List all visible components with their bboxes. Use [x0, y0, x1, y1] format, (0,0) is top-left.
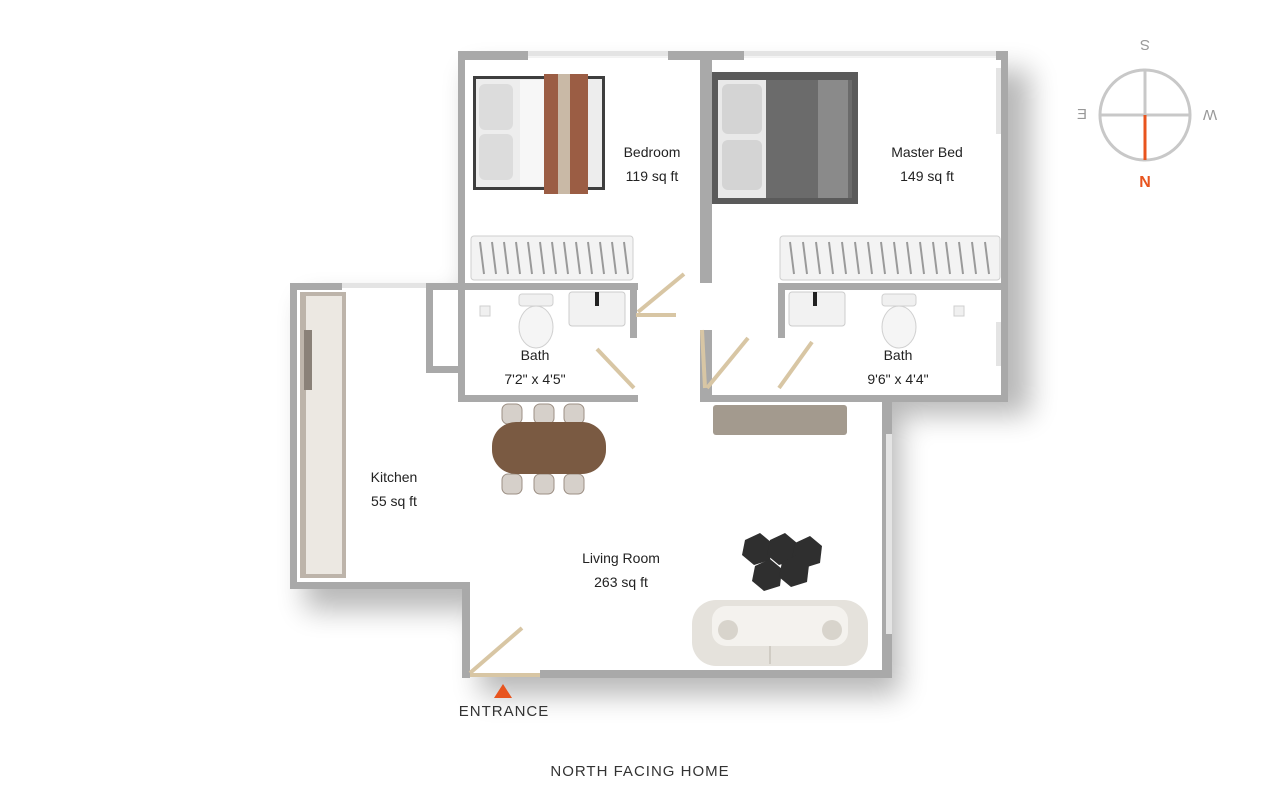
bath-right-name: Bath	[883, 347, 913, 363]
bath-left-name: Bath	[520, 347, 550, 363]
hanger	[919, 241, 925, 275]
room-label-kitchen: Kitchen 55 sq ft	[344, 465, 444, 513]
entrance-label: ENTRANCE	[458, 703, 550, 720]
hanger	[828, 241, 834, 275]
hanger	[802, 241, 808, 275]
entrance-arrow-icon	[494, 684, 512, 698]
hanger	[599, 241, 605, 275]
hanger	[854, 241, 860, 275]
hanger	[958, 241, 964, 275]
bath-right-dims: 9'6" x 4'4"	[867, 371, 929, 387]
hanger	[623, 241, 629, 275]
doors	[468, 272, 814, 677]
compass	[1098, 68, 1192, 162]
hanger	[563, 241, 569, 275]
footer-title: NORTH FACING HOME	[550, 763, 730, 780]
sofa	[692, 600, 868, 666]
hanger	[551, 241, 557, 275]
walls	[290, 51, 1008, 678]
master-bed-name: Master Bed	[891, 144, 963, 160]
bedroom-area: 119 sq ft	[625, 168, 679, 184]
hanger	[503, 241, 509, 275]
compass-north-label: N	[1139, 174, 1151, 191]
hanger	[479, 241, 485, 275]
compass-south-label: S	[1140, 36, 1151, 53]
kitchen-name: Kitchen	[370, 469, 418, 485]
bedroom-name: Bedroom	[623, 144, 681, 160]
master-bed-area: 149 sq ft	[900, 168, 954, 184]
bath-fixtures	[479, 291, 965, 349]
master-bed	[712, 72, 858, 204]
bedroom-bed	[473, 74, 605, 194]
compass-east-label: E	[1077, 106, 1088, 123]
hanger	[984, 241, 990, 275]
room-label-bath-right: Bath 9'6" x 4'4"	[848, 343, 948, 391]
hanger	[491, 241, 497, 275]
living-room-name: Living Room	[582, 550, 660, 566]
hanger	[971, 241, 977, 275]
room-label-master-bed: Master Bed 149 sq ft	[872, 140, 982, 188]
living-room-area: 263 sq ft	[594, 574, 648, 590]
compass-west-label: W	[1202, 106, 1218, 123]
hanger	[527, 241, 533, 275]
hanger	[539, 241, 545, 275]
hanger	[880, 241, 886, 275]
hanger	[841, 241, 847, 275]
hanger	[945, 241, 951, 275]
hanger	[611, 241, 617, 275]
kitchen-counter	[300, 292, 346, 578]
hanger	[789, 241, 795, 275]
room-label-bedroom: Bedroom 119 sq ft	[602, 140, 702, 188]
hanger	[906, 241, 912, 275]
console-bench	[713, 405, 847, 435]
hanger	[587, 241, 593, 275]
hanger	[867, 241, 873, 275]
bath-left-dims: 7'2" x 4'5"	[504, 371, 566, 387]
hanger	[893, 241, 899, 275]
wardrobes	[470, 235, 1001, 281]
hanger	[815, 241, 821, 275]
hanger	[515, 241, 521, 275]
hanger	[932, 241, 938, 275]
ottoman-cluster	[742, 533, 822, 591]
kitchen-area: 55 sq ft	[371, 493, 417, 509]
room-label-bath-left: Bath 7'2" x 4'5"	[485, 343, 585, 391]
hanger	[575, 241, 581, 275]
room-label-living-room: Living Room 263 sq ft	[566, 546, 676, 594]
dining-table	[492, 403, 606, 495]
